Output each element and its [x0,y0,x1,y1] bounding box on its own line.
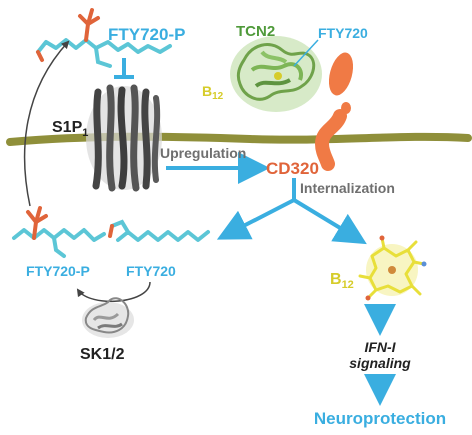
upregulation-label: Upregulation [160,145,246,161]
b12-complex-label: B12 [202,83,224,102]
cd320-label: CD320 [266,159,319,178]
neuroprotection-label: Neuroprotection [314,409,446,428]
ifn-label-line2: signaling [349,355,411,371]
fty720-p-molecule-icon [36,8,172,68]
fty720-p-top-label: FTY720-P [108,25,185,44]
tcn2-protein-icon [230,36,322,112]
fty720-bottom-label: FTY720 [126,263,176,279]
phosphorylation-arrow [76,281,151,303]
fty720-top-label: FTY720 [318,25,368,41]
s1p1-label: S1P1 [52,119,88,139]
recycle-arrow [23,40,70,207]
s1p1-receptor-icon [86,84,162,192]
inhibition-symbol [114,58,134,79]
tcn2-label: TCN2 [236,23,275,40]
branch-arrow-left [216,198,295,240]
fty720-molecule-icon [108,219,210,242]
fty720-p-bottom-label: FTY720-P [26,263,90,279]
fty720-pointer-line [293,39,319,67]
b12-free-label: B12 [330,271,354,291]
cd320-receptor-icon [314,52,354,171]
sk12-label: SK1/2 [80,346,125,363]
internalization-label: Internalization [300,180,395,196]
b12-molecule-icon [358,235,427,301]
ifn-label-line1: IFN-I [364,339,396,355]
fty720-p-molecule-icon [12,206,106,258]
branch-arrow-right [292,198,367,245]
cell-membrane [6,132,472,146]
sk-kinase-icon [82,297,134,338]
